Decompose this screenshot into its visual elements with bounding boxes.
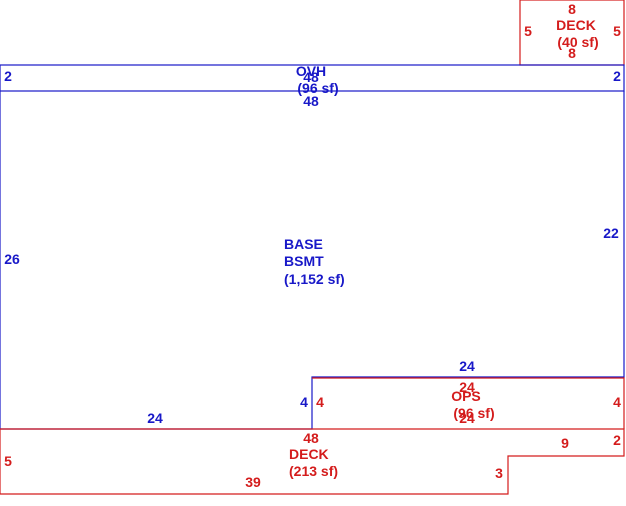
top-deck-label: DECK	[556, 17, 596, 33]
base-dim-notch-width: 24	[459, 358, 475, 374]
base-dim-left: 26	[4, 251, 20, 267]
bottom-deck-outline	[0, 428, 625, 495]
base-dim-notch-height: 4	[300, 394, 308, 410]
bottom-deck-area: 48 DECK (213 sf) 5 39 3 9 2	[0, 428, 625, 495]
base-dim-bottom: 24	[147, 410, 163, 426]
top-deck-dim-top: 8	[568, 1, 576, 17]
bottom-deck-label: DECK	[289, 446, 329, 462]
ops-label: OPS	[451, 388, 481, 404]
bottom-deck-dim-left: 5	[4, 453, 12, 469]
ovh-dim-top: 48	[303, 69, 319, 85]
ops-dim-right: 4	[613, 394, 621, 410]
ops-area: 24 OPS (96 sf) 24 4 4	[312, 377, 625, 429]
ovh-area-sf: (96 sf)	[297, 80, 338, 96]
ovh-outline	[0, 64, 625, 92]
ops-outline	[312, 377, 625, 429]
bottom-deck-dim-right: 2	[613, 432, 621, 448]
base-bsmt-area: 26 22 BASE BSMT (1,152 sf) 24 4 24	[0, 91, 625, 430]
top-deck-dim-bottom: 8	[568, 45, 576, 61]
top-deck-dim-left: 5	[524, 23, 532, 39]
base-label-line1: BASE	[284, 236, 323, 252]
bottom-deck-dim-top: 48	[303, 430, 319, 446]
bottom-deck-dim-step-width: 9	[561, 435, 569, 451]
top-deck-area: 8 DECK (40 sf) 8 5 5	[519, 0, 625, 66]
bottom-deck-dim-step-height: 3	[495, 465, 503, 481]
bottom-deck-area-sf: (213 sf)	[289, 463, 338, 479]
ovh-area: 2 2 OVH 48 (96 sf) 48	[0, 63, 625, 109]
top-deck-dim-right: 5	[613, 23, 621, 39]
base-bsmt-outline	[0, 91, 625, 430]
ovh-dim-bottom: 48	[303, 93, 319, 109]
base-area-sf: (1,152 sf)	[284, 271, 345, 287]
ops-dim-top: 24	[459, 379, 475, 395]
base-label-line2: BSMT	[284, 253, 324, 269]
bottom-deck-dim-bottom: 39	[245, 474, 261, 490]
ops-dim-left: 4	[316, 394, 324, 410]
ops-dim-bottom: 24	[459, 410, 475, 426]
ops-area-sf: (96 sf)	[453, 405, 494, 421]
ovh-dim-right: 2	[613, 68, 621, 84]
ovh-dim-left: 2	[4, 68, 12, 84]
base-dim-right: 22	[603, 225, 619, 241]
ovh-label: OVH	[296, 63, 326, 79]
top-deck-area-sf: (40 sf)	[557, 34, 598, 50]
